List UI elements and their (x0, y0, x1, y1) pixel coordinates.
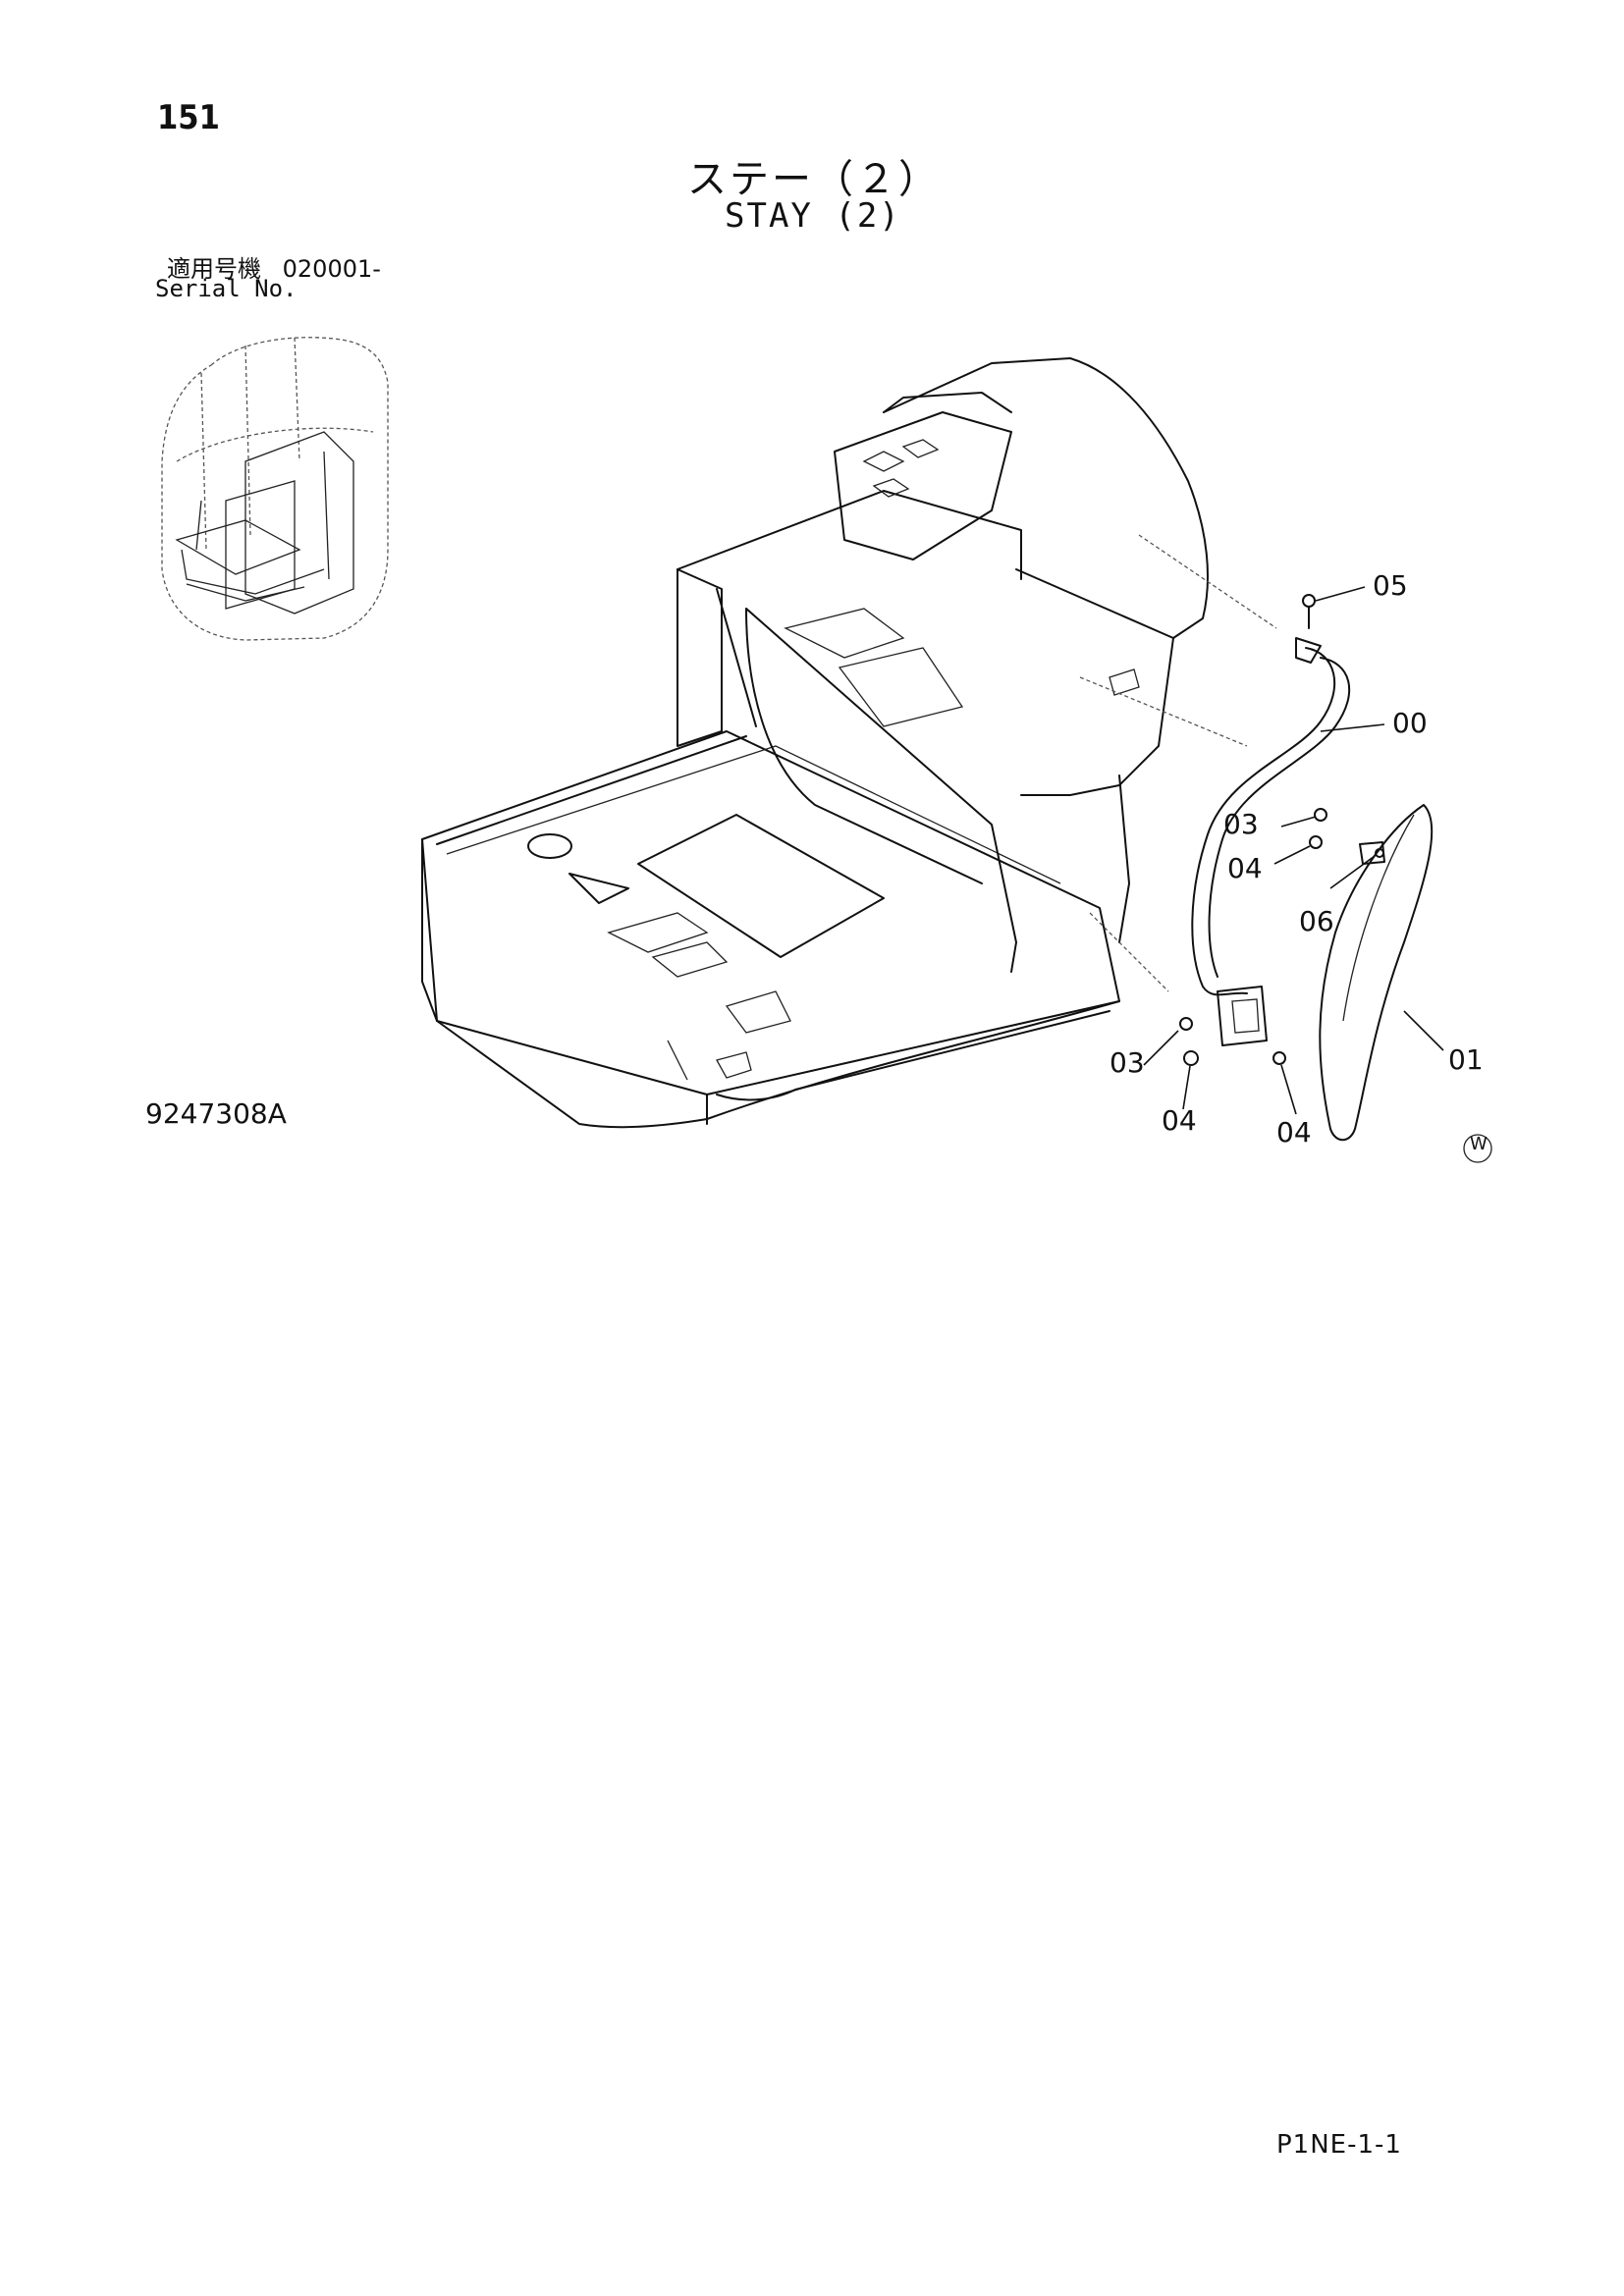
serial-label-english: Serial No. (155, 275, 298, 302)
mirror-panel-part (1319, 804, 1434, 1142)
serial-number: 020001- (282, 255, 381, 283)
serial-label-japanese: 適用号機 (167, 255, 261, 283)
bolts-and-nuts (1179, 594, 1384, 1066)
footer-page-code: P1NE-1-1 (1276, 2130, 1402, 2160)
floor-frame-drawing (421, 730, 1120, 1129)
callout-04-upper: 04 (1227, 852, 1263, 884)
cab-overview-thumbnail (161, 337, 389, 641)
page-title-english: STAY (2) (725, 196, 901, 236)
drawing-number: 9247308A (145, 1097, 287, 1130)
callout-03-upper: 03 (1223, 808, 1259, 840)
w-mark-letter: W (1470, 1134, 1488, 1154)
stay-handrail-part (1191, 637, 1351, 1046)
callout-04-lower-left: 04 (1162, 1104, 1197, 1137)
console-cab-wall-drawing (677, 357, 1277, 992)
page-title-japanese: ステー（２） (687, 157, 941, 202)
page-number: 151 (157, 98, 220, 137)
callout-05: 05 (1373, 569, 1408, 602)
callout-03-lower: 03 (1110, 1046, 1145, 1079)
callout-00: 00 (1392, 707, 1428, 739)
callout-leaders (1143, 586, 1444, 1115)
callout-04-lower-right: 04 (1276, 1116, 1312, 1148)
serial-applicability: 適用号機 020001- (167, 249, 381, 284)
callout-06: 06 (1299, 905, 1334, 937)
w-mark-circle (1463, 1134, 1492, 1163)
callout-01: 01 (1448, 1043, 1484, 1076)
